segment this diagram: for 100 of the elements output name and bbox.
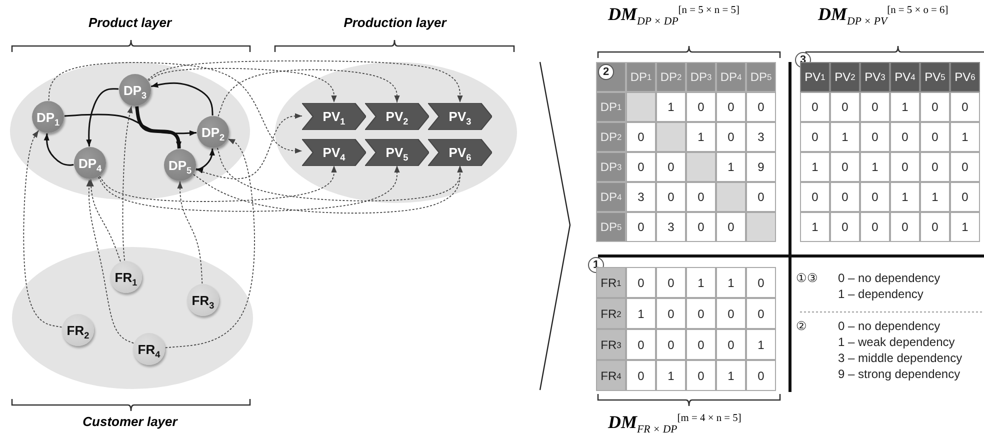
dotted-arrow	[217, 147, 463, 202]
layer-ellipse	[10, 62, 250, 200]
circle-node: DP$_{5}$	[164, 149, 196, 181]
matrix-cell: 0	[656, 267, 686, 298]
matrix-cell: 9	[746, 152, 776, 182]
chevron-node: PV$_{3}$	[428, 102, 492, 130]
circled-number: ①③	[796, 271, 819, 287]
circle-node: FR$_{1}$	[110, 261, 142, 293]
matrix-cell: 0	[686, 360, 716, 391]
matrix-cell: 0	[656, 298, 686, 329]
matrix-cell: 0	[920, 212, 950, 242]
matrix-cell: 1	[686, 267, 716, 298]
matrix-cell: 1	[656, 360, 686, 391]
legend-text: 1 – weak dependency	[838, 335, 956, 351]
arrow	[135, 106, 182, 149]
matrix-cell: 0	[746, 182, 776, 212]
chevron-node: PV$_{2}$	[365, 102, 429, 130]
circle-node: FR$_{4}$	[133, 333, 165, 365]
chevron-node: PV$_{4}$	[302, 138, 366, 166]
matrix-cell: 0	[746, 92, 776, 122]
layer-title: Product layer	[87, 15, 174, 31]
chevron-node: PV$_{6}$	[428, 138, 492, 166]
dotted-arrow	[148, 68, 337, 103]
dotted-arrow	[98, 165, 400, 212]
dotted-arrow	[195, 113, 302, 180]
matrix-cell: 1	[860, 152, 890, 182]
matrix-cell: 0	[686, 298, 716, 329]
circle-node: DP$_{3}$	[119, 74, 151, 106]
matrix-cell: 0	[686, 92, 716, 122]
circle-node: DP$_{4}$	[74, 147, 106, 179]
matrix-cell: 0	[686, 182, 716, 212]
dotted-arrow	[88, 179, 121, 262]
matrix-cell: 0	[890, 122, 920, 152]
matrix-cell: 0	[626, 122, 656, 152]
matrix-cell: 1	[950, 212, 980, 242]
matrix-cell: 0	[920, 122, 950, 152]
dotted-arrow	[86, 179, 134, 344]
dotted-arrow	[218, 69, 400, 117]
matrix-cell: 1	[950, 122, 980, 152]
circle-node: FR$_{3}$	[187, 284, 219, 316]
matrix-cell: 0	[860, 122, 890, 152]
matrix-cell: 0	[890, 212, 920, 242]
dotted-arrow	[48, 62, 302, 154]
matrix-cell: 0	[656, 152, 686, 182]
matrix-cell: 0	[626, 360, 656, 391]
matrix-cell: 0	[716, 122, 746, 152]
dotted-arrow	[177, 181, 203, 284]
matrix-cell: 0	[830, 92, 860, 122]
arrow	[196, 148, 215, 174]
matrix-cell: 1	[746, 329, 776, 360]
matrix-cell: 0	[800, 92, 830, 122]
matrix-cell: 3	[656, 212, 686, 242]
matrix-cell: 0	[830, 152, 860, 182]
legend-text: 0 – no dependency	[838, 319, 942, 335]
matrix-cell: 0	[716, 212, 746, 242]
matrix-cell: 0	[950, 152, 980, 182]
legend-text: 1 – dependency	[838, 287, 924, 303]
matrix-cell: 0	[800, 182, 830, 212]
matrix-cell: 0	[746, 298, 776, 329]
matrix-cell: 1	[716, 267, 746, 298]
matrix-cell: 0	[626, 212, 656, 242]
matrix-cell: 3	[746, 122, 776, 152]
matrix-cell: 0	[950, 182, 980, 212]
legend-text: 9 – strong dependency	[838, 367, 962, 383]
matrix-cell: 0	[860, 182, 890, 212]
arrow	[44, 133, 74, 166]
legend-text: 3 – middle dependency	[838, 351, 964, 367]
matrix-cell: 0	[656, 182, 686, 212]
matrix-cell: 1	[800, 152, 830, 182]
legend-text: 0 – no dependency	[838, 271, 942, 287]
matrix-cell: 0	[626, 152, 656, 182]
layer-title: Customer layer	[82, 414, 179, 430]
layer-title: Production layer	[342, 15, 448, 31]
arrow	[150, 82, 214, 116]
matrix-cell: 1	[830, 122, 860, 152]
matrix-cell: 0	[890, 152, 920, 182]
matrix-cell: 1	[686, 122, 716, 152]
matrix-cell: 0	[860, 92, 890, 122]
dotted-arrow	[193, 165, 463, 214]
arrow	[64, 114, 197, 136]
matrix-cell: 1	[716, 360, 746, 391]
chevron-node: PV$_{1}$	[302, 102, 366, 130]
circled-number: ②	[796, 319, 808, 335]
matrix-cell: 1	[800, 212, 830, 242]
dotted-arrow	[147, 60, 463, 103]
dotted-arrow	[99, 165, 337, 202]
matrix-cell: 0	[860, 212, 890, 242]
matrix-cell: 0	[920, 152, 950, 182]
matrix-cell: 0	[686, 212, 716, 242]
matrix-cell: 0	[830, 212, 860, 242]
matrix-cell: 0	[830, 182, 860, 212]
matrix-cell: 0	[716, 298, 746, 329]
matrix-cell: 1	[890, 182, 920, 212]
matrix-cell: 0	[716, 329, 746, 360]
matrix-cell: 1	[626, 298, 656, 329]
matrix-cell: 0	[920, 92, 950, 122]
matrix-cell: 1	[920, 182, 950, 212]
chevron-node: PV$_{5}$	[365, 138, 429, 166]
matrix-cell: 3	[626, 182, 656, 212]
matrix-cell: 1	[890, 92, 920, 122]
